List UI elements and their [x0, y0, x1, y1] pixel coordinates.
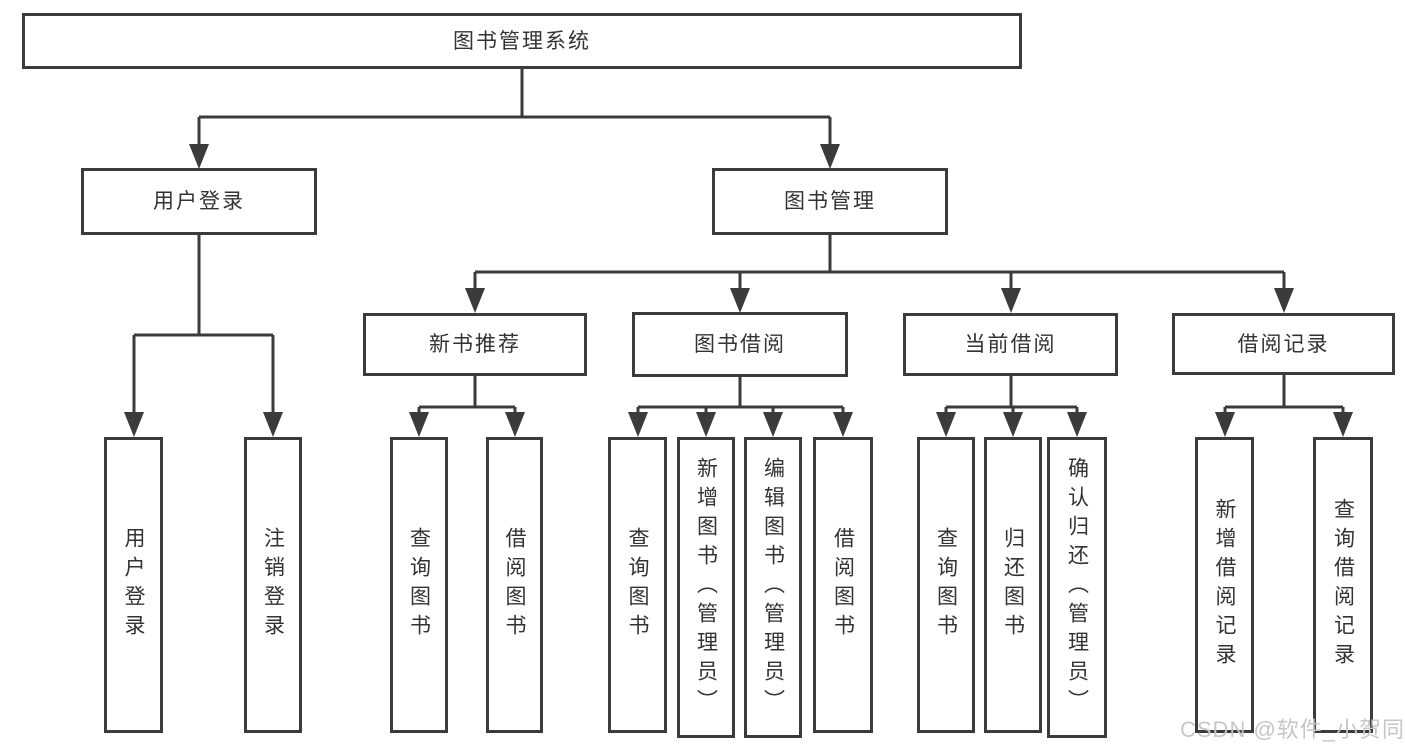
leaf-logout-label: 注销登录: [261, 527, 285, 643]
leaf-return-books-label: 归还图书: [1001, 527, 1025, 643]
leaf-user-login: 用户登录: [104, 437, 163, 733]
leaf-add-books-admin: 新增图书（管理员）: [677, 437, 735, 738]
leaf-query-books-current-label: 查询图书: [934, 527, 958, 643]
leaf-add-borrow-record-label: 新增借阅记录: [1213, 498, 1236, 672]
node-current-borrowing: 当前借阅: [903, 313, 1118, 376]
leaf-user-login-label: 用户登录: [122, 527, 145, 643]
leaf-edit-books-admin-label: 编辑图书（管理员）: [761, 457, 785, 718]
csdn-watermark: CSDN @软件_小贺同学: [1180, 717, 1405, 742]
leaf-borrow-books-borrowing: 借阅图书: [813, 437, 873, 733]
leaf-add-borrow-record: 新增借阅记录: [1195, 437, 1254, 733]
leaf-query-books-current: 查询图书: [917, 437, 975, 733]
leaf-add-books-admin-label: 新增图书（管理员）: [694, 457, 718, 718]
leaf-query-books-borrowing: 查询图书: [608, 437, 667, 733]
node-library-management-system: 图书管理系统: [22, 13, 1022, 69]
leaf-confirm-return-admin-label: 确认归还（管理员）: [1065, 457, 1089, 718]
leaf-query-books-newbooks-label: 查询图书: [407, 527, 431, 643]
leaf-query-books-newbooks: 查询图书: [390, 437, 448, 733]
leaf-edit-books-admin: 编辑图书（管理员）: [744, 437, 802, 738]
leaf-confirm-return-admin: 确认归还（管理员）: [1047, 437, 1107, 738]
node-book-borrowing: 图书借阅: [632, 312, 848, 377]
leaf-query-borrow-record-label: 查询借阅记录: [1331, 498, 1355, 672]
node-user-login: 用户登录: [81, 168, 317, 235]
leaf-return-books: 归还图书: [984, 437, 1042, 733]
node-new-book-recommendation: 新书推荐: [363, 313, 587, 376]
leaf-borrow-books-newbooks: 借阅图书: [486, 437, 543, 733]
node-book-management: 图书管理: [712, 168, 948, 235]
leaf-logout: 注销登录: [244, 437, 302, 733]
leaf-borrow-books-borrowing-label: 借阅图书: [831, 527, 855, 643]
node-borrowing-records: 借阅记录: [1172, 313, 1395, 375]
leaf-borrow-books-newbooks-label: 借阅图书: [503, 527, 526, 643]
leaf-query-borrow-record: 查询借阅记录: [1313, 437, 1373, 733]
leaf-query-books-borrowing-label: 查询图书: [626, 527, 649, 643]
